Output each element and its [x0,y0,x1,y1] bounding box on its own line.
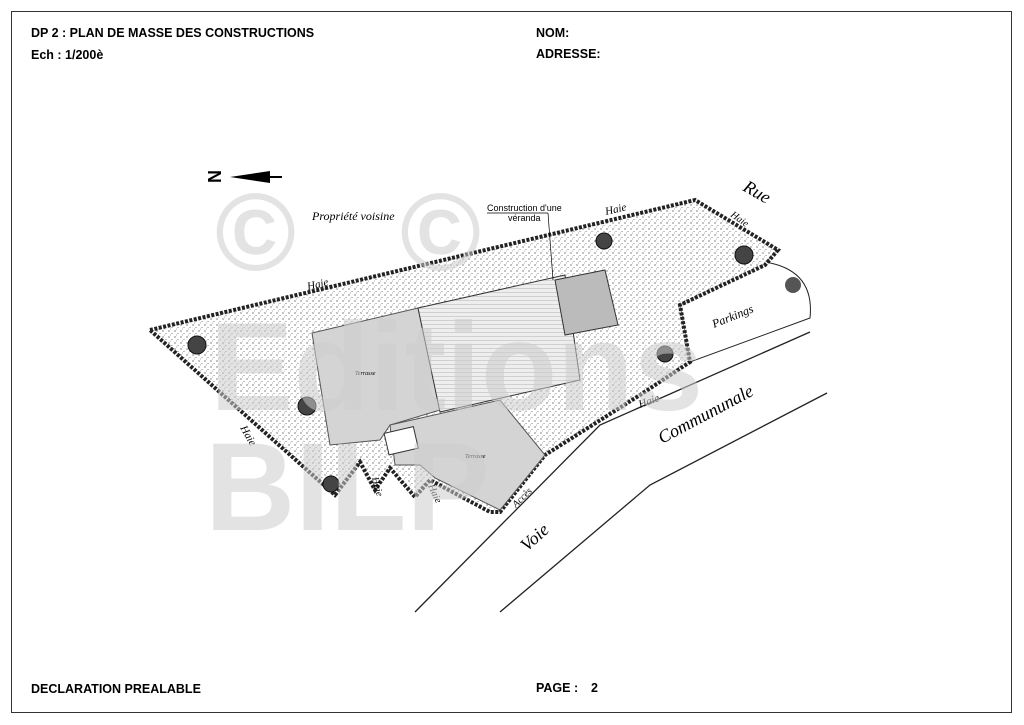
street-label: Rue [739,176,774,208]
scale-label: Ech : 1/200è [31,48,104,62]
parking-area [679,261,811,363]
north-arrow: N [204,170,282,183]
terrace-label: Terrasse [355,371,376,377]
watermark: © © Editions BILP [205,171,703,557]
terrace [389,399,546,511]
page-label: PAGE : [536,681,579,695]
neighbour-label: Propriété voisine [311,209,395,223]
road-edge [414,331,811,613]
tree-icon [785,277,801,293]
svg-text:BILP: BILP [205,418,490,557]
hedge-label: Haie [369,475,385,498]
svg-text:Editions: Editions [210,298,703,437]
declaration-label: DECLARATION PREALABLE [31,682,201,696]
name-label: NOM: [536,26,570,40]
stairs [383,426,419,456]
tree-icon [322,475,340,493]
page-number: 2 [591,681,598,695]
tree-icon [734,245,754,265]
veranda-annotation: véranda [508,213,541,223]
road-edge [499,392,828,613]
svg-text:©: © [400,171,481,294]
house [417,274,581,413]
road-label: Voie [516,519,552,555]
page-border [11,11,1012,713]
veranda [554,269,619,336]
trees [187,232,754,493]
tree-icon [595,232,613,250]
veranda-annotation: Construction d'une [487,203,562,213]
tree-icon [187,335,207,355]
tree-icon [656,345,674,363]
tree-icon [297,396,317,416]
page-title: DP 2 : PLAN DE MASSE DES CONSTRUCTIONS [31,26,315,40]
hedge-label: Haie [603,201,628,218]
terrace-label: Terrasse [465,454,486,460]
address-label: ADRESSE: [536,47,601,61]
svg-text:©: © [215,171,296,294]
hedge-label: Haie [305,276,330,293]
svg-text:N: N [204,170,224,183]
